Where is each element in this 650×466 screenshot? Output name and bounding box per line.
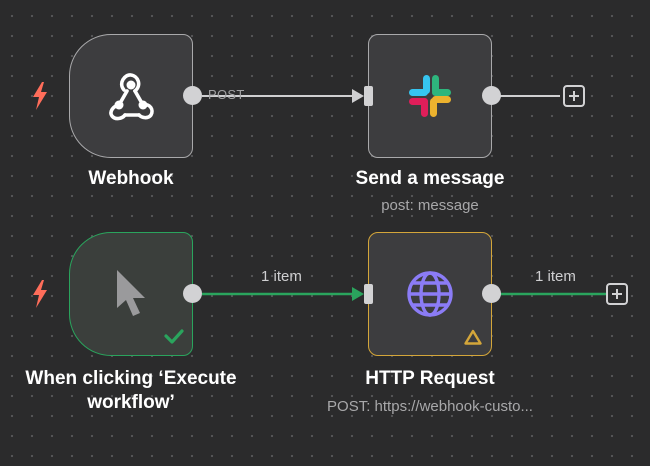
send-message-node[interactable] [368, 34, 492, 158]
trigger-bolt-icon [31, 82, 49, 115]
warning-icon[interactable] [464, 329, 482, 350]
plus-icon [569, 91, 579, 101]
webhook-icon [70, 35, 192, 157]
edge-manual-to-http[interactable] [202, 287, 364, 301]
globe-icon [369, 233, 491, 355]
add-node-button[interactable] [563, 85, 585, 107]
send-message-node-subtitle: post: message [381, 197, 479, 214]
webhook-output-handle[interactable] [183, 86, 202, 105]
manual-trigger-output-handle[interactable] [183, 284, 202, 303]
edge-label-post: POST [208, 87, 245, 102]
http-request-node-subtitle: POST: https://webhook-custo... [327, 398, 533, 415]
edge-label-item-count-out: 1 item [535, 268, 576, 285]
plus-icon [612, 289, 622, 299]
edge-label-item-count: 1 item [261, 268, 302, 285]
success-check-icon [164, 328, 184, 349]
manual-trigger-node-label: When clicking ‘Execute workflow’ [25, 368, 237, 413]
send-message-input-handle[interactable] [364, 86, 373, 106]
add-node-button[interactable] [606, 283, 628, 305]
webhook-node[interactable] [69, 34, 193, 158]
send-message-node-label: Send a message [355, 168, 505, 189]
http-request-output-handle[interactable] [482, 284, 501, 303]
webhook-node-label: Webhook [88, 168, 174, 189]
edge-webhook-to-send-message[interactable] [202, 89, 364, 103]
cursor-icon [70, 233, 192, 355]
trigger-bolt-icon [31, 280, 49, 313]
manual-trigger-node[interactable] [69, 232, 193, 356]
slack-icon [369, 35, 491, 157]
send-message-output-handle[interactable] [482, 86, 501, 105]
http-request-node-label: HTTP Request [365, 368, 495, 389]
http-request-input-handle[interactable] [364, 284, 373, 304]
http-request-node[interactable] [368, 232, 492, 356]
